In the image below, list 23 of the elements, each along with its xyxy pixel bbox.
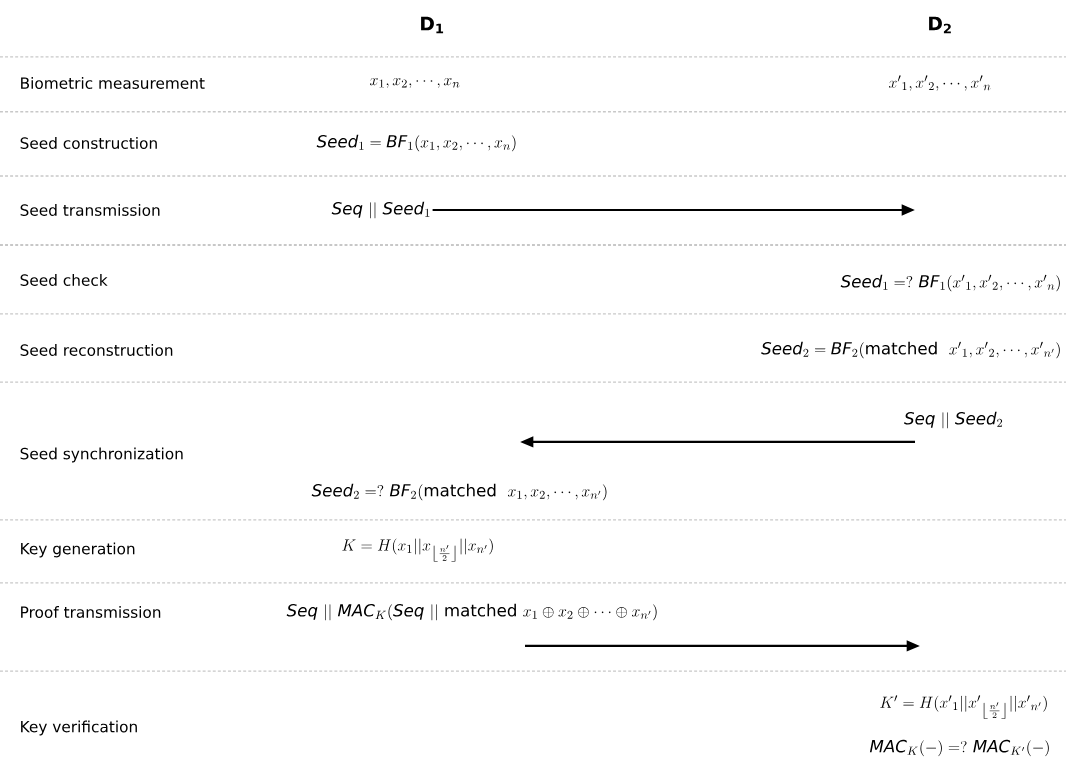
formula: $K' = H({x'}_1||{x'}_{\left\lfloor\frac{n'}{2}\right\rfloor}||{x'}_{n'})$ [880,695,1047,719]
formula: $\mathit{Seed}_2 = \mathit{BF}_2(\mathrm{matched}\ \ {x'}_1, {x'}_2, \cdots, {x'}_{n'})$ [761,341,1060,359]
formula: $\mathit{Seed}_1 = \mathit{BF}_1(x_1, x_2, \cdots, x_n)$ [316,134,516,152]
row-label: Proof transmission [21,606,161,618]
row-label: Biometric measurement [21,77,205,89]
row-label: Key verification [21,720,137,736]
column-heading: $\mathbf{D}_\mathbf{1}$ [421,16,444,34]
message-formula: $\mathit{Seq}\ ||\ \mathit{MAC}_K(\mathit{Seq}\ ||\ \mathrm{matched}\ x_1 \oplus x_2 \oplus \cdots \oplus x_{n'})$ [286,603,657,621]
row-label: Key generation [21,542,135,558]
formula: $K = H(x_1||x_{\left\lfloor\frac{n'}{2}\right\rfloor}||x_{n'})$ [342,538,493,562]
formula: ${x'}_1, {x'}_2, \cdots, {x'}_n$ [889,75,991,91]
row-label: Seed transmission [20,204,160,216]
column-heading: $\mathbf{D}_\mathbf{2}$ [929,16,951,34]
formula: $\mathit{Seed}_1 =?\ \mathit{BF}_1({x'}_1, {x'}_2, \cdots, {x'}_n)$ [840,274,1060,292]
formula: $x_1, x_2, \cdots, x_n$ [370,77,460,89]
row-label: Seed check [20,274,108,286]
message-formula: $\mathit{Seq}\ ||\ \mathit{Seed}_2$ [904,411,1003,429]
message-formula: $\mathit{Seq}\ ||\ \mathit{Seed}_1$ [331,201,430,219]
formula: $\mathit{MAC}_K(-) =?\ \mathit{MAC}_{K'}(-)$ [869,739,1049,757]
row-label: Seed synchronization [20,447,183,463]
row-label: Seed reconstruction [20,344,173,356]
row-label: Seed construction [20,137,157,149]
formula: $\mathit{Seed}_2 =?\ \mathit{BF}_2(\mathrm{matched}\ \ x_1, x_2, \cdots, x_{n'})$ [311,483,607,501]
